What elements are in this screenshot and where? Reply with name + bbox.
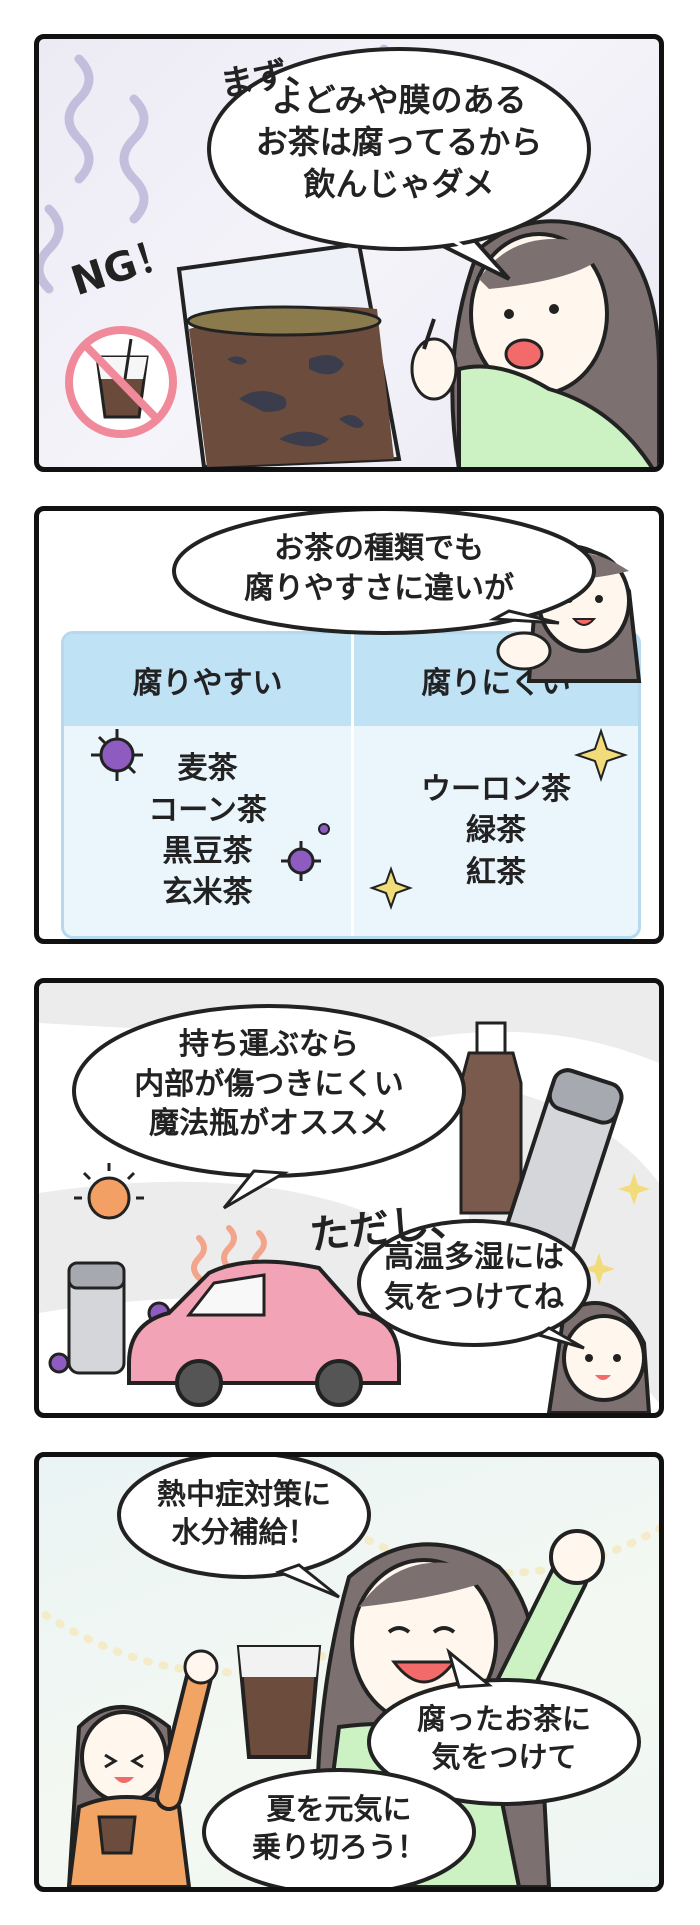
speech-line: 腐りやすさに違いが [244,570,514,606]
speech-line: 魔法瓶がオススメ [149,1106,389,1142]
speech-line: 飲んじゃダメ [303,165,495,204]
car [127,1259,401,1407]
tea-item: ウーロン茶 [421,771,571,807]
germ-icon [281,841,321,881]
tea-glass [236,1645,322,1759]
pitcher [176,241,402,467]
woman-figure [66,1649,219,1887]
germ-icon [48,1352,70,1374]
speech-line: 夏を元気に [266,1792,412,1826]
germ-icon [91,729,143,781]
speech-text-4: 高温多湿には 気をつけてね [364,1238,584,1317]
tea-item: 緑茶 [466,813,526,849]
tea-item: 黒豆茶 [162,834,253,869]
panel-1-art [39,44,659,467]
speech-text-2: お茶の種類でも 腐りやすさに違いが [189,529,569,608]
tea-spoil-table: 腐りやすい 腐りにくい 麦茶 コーン茶 黒豆茶 玄米茶 ウーロン茶 緑茶 紅茶 [61,631,641,939]
speech-bubble-5 [117,1457,371,1579]
germ-icon [318,823,330,835]
speech-bubble-4 [357,1219,591,1347]
speech-text-1: よどみや膜のある お茶は腐ってるから 飲んじゃダメ [219,79,579,206]
panel-3: 持ち運ぶなら 内部が傷つきにくい 魔法瓶がオススメ ただし、 高温多湿には 気を… [34,978,664,1418]
panel-1: まず、 NG！ よどみや膜のある お茶は腐ってるから 飲んじゃダメ [34,34,664,472]
sun-icon [74,1163,144,1220]
speech-line: お茶は腐ってるから [255,123,543,162]
thermos-bottle [498,1068,624,1277]
tea-item: 麦茶 [177,751,238,787]
speech-line: 高温多湿には [384,1240,564,1275]
speech-line: 内部が傷つきにくい [134,1066,404,1102]
sparkle-icon [573,727,629,783]
thermos-bottle [67,1261,126,1375]
woman-figure [546,1301,652,1413]
sparkle-icon [618,1173,650,1205]
tea-item: コーン茶 [148,792,267,828]
speech-text-5: 熱中症対策に 水分補給！ [134,1475,354,1552]
sparkle-icon [369,866,413,910]
sparkle-icon [583,1253,615,1285]
speech-bubble-2 [172,511,596,635]
panel-2: 腐りやすい 腐りにくい 麦茶 コーン茶 黒豆茶 玄米茶 ウーロン茶 緑茶 紅茶 [34,506,664,944]
speech-bubble-7 [202,1768,476,1887]
panel-4-art [39,1457,659,1887]
speech-line: 熱中症対策に [156,1477,331,1511]
speech-text-6: 腐ったお茶に 気をつけて [379,1700,629,1777]
speech-line: 気をつけて [431,1740,577,1775]
table-header-spoils-easily: 腐りやすい [64,634,351,726]
table-divider [351,634,354,936]
speech-line: 持ち運ぶなら [179,1027,359,1062]
panel-2-art [91,511,642,910]
panel-3-art [39,983,659,1413]
tea-bottle [459,1021,523,1215]
spoils-easily-list: 麦茶 コーン茶 黒豆茶 玄米茶 [64,726,351,936]
speech-line: 腐ったお茶に [416,1702,591,1736]
speech-text-3: 持ち運ぶなら 内部が傷つきにくい 魔法瓶がオススメ [84,1025,454,1144]
speech-bubble-1 [207,47,591,251]
speech-line: 水分補給！ [171,1515,317,1550]
speech-line: 乗り切ろう！ [251,1830,426,1865]
spoils-hard-list: ウーロン茶 緑茶 紅茶 [354,726,638,936]
tea-item: 紅茶 [466,854,526,890]
speech-line: よどみや膜のある [271,81,527,119]
speech-text-7: 夏を元気に 乗り切ろう！ [214,1790,464,1867]
speech-bubble-6 [367,1678,641,1806]
woman-figure [410,219,659,467]
speech-line: お茶の種類でも [274,531,484,566]
panel-4: 熱中症対策に 水分補給！ 腐ったお茶に 気をつけて 夏を元気に 乗り切ろう！ [34,1452,664,1892]
tea-item: 玄米茶 [162,875,253,911]
no-drink-icon [65,326,177,438]
speech-line: 気をつけてね [384,1279,564,1315]
